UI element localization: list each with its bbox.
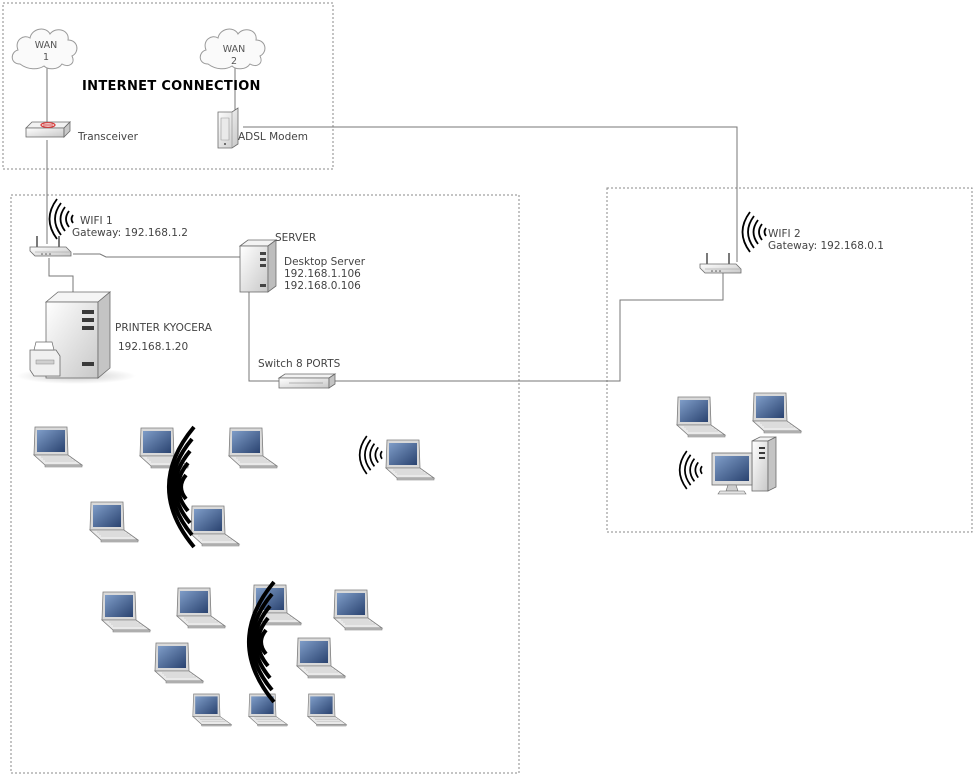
network2-devices [676, 392, 802, 438]
laptop-icon [676, 396, 726, 438]
laptop-icon [192, 693, 232, 727]
network1-laptops-bottom [101, 584, 383, 727]
connection-lines [46, 66, 738, 382]
wifi-signal-icon [358, 435, 383, 475]
wifi1-gateway: Gateway: 192.168.1.2 [72, 227, 188, 239]
server-ip-1: 192.168.1.106 [284, 268, 361, 280]
wan2-label-line1: WAN [223, 44, 245, 55]
wifi1-to-server-link [73, 253, 242, 258]
wan2-label-line2: 2 [231, 56, 237, 67]
laptop-icon [101, 591, 151, 633]
wifi2-name: WIFI 2 [768, 228, 801, 240]
laptop-icon [154, 642, 204, 684]
wan1-label-line1: WAN [35, 40, 57, 51]
laptop-icon [307, 693, 347, 727]
laptop-icon [248, 693, 288, 727]
laptop-icon [190, 505, 240, 547]
transceiver-label: Transceiver [78, 131, 138, 143]
transceiver-icon [25, 121, 71, 138]
printer-name: PRINTER KYOCERA [115, 322, 212, 334]
wifi1-signal-icon [48, 198, 74, 240]
switch-label: Switch 8 PORTS [258, 358, 341, 370]
wifi1-name: WIFI 1 [80, 215, 113, 227]
laptop-icon [752, 392, 802, 434]
server-tower-icon [238, 239, 278, 293]
adsl-modem-icon [217, 107, 239, 149]
internet-connection-title: INTERNET CONNECTION [82, 79, 261, 94]
wifi2-router-icon [699, 252, 742, 274]
laptop-icon [296, 637, 346, 679]
server-ip-2: 192.168.0.106 [284, 280, 361, 292]
wifi2-signal-icon [741, 211, 767, 253]
wan1-cloud-icon: WAN 1 [11, 28, 78, 70]
network-1-boundary [10, 194, 520, 774]
laptop-icon [33, 426, 83, 468]
wifi1-router-icon [29, 235, 72, 257]
desktop-computer-icon [711, 436, 777, 495]
server-to-switch-link [248, 290, 280, 382]
printer-icon [16, 291, 136, 384]
laptop-icon [176, 587, 226, 629]
laptop-icon [228, 427, 278, 469]
laptop-icon [89, 501, 139, 543]
wan1-label-line2: 1 [43, 52, 49, 63]
network-switch-icon [277, 373, 337, 389]
network-2-boundary [606, 187, 973, 533]
wifi2-gateway: Gateway: 192.168.0.1 [768, 240, 884, 252]
switch-to-wifi2-link [334, 273, 724, 382]
laptop-icon [333, 589, 383, 631]
server-title: SERVER [275, 232, 317, 244]
wifi1-to-printer-link [48, 258, 74, 296]
printer-ip: 192.168.1.20 [118, 341, 189, 353]
adsl-modem-label: ADSL Modem [238, 131, 308, 143]
internet-connection-boundary [2, 2, 334, 170]
wifi-signal-icon [678, 450, 703, 490]
server-name: Desktop Server [284, 256, 366, 268]
wan2-cloud-icon: WAN 2 [199, 28, 266, 70]
laptop-icon [385, 439, 435, 481]
modem-to-wifi2-link [243, 126, 738, 262]
